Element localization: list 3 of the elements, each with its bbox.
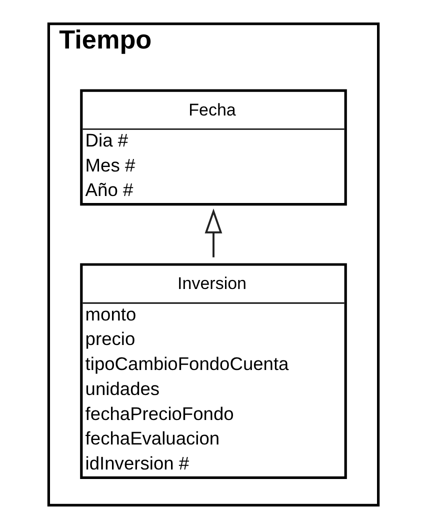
node-box: Inversion monto precio tipoCambioFondoCuenta unidades fechaPrecioFondo fechaEvaluacion idInversion # xyxy=(80,263,347,479)
node-box: Fecha Dia # Mes # Año # xyxy=(80,89,347,206)
arrow xyxy=(204,208,222,258)
